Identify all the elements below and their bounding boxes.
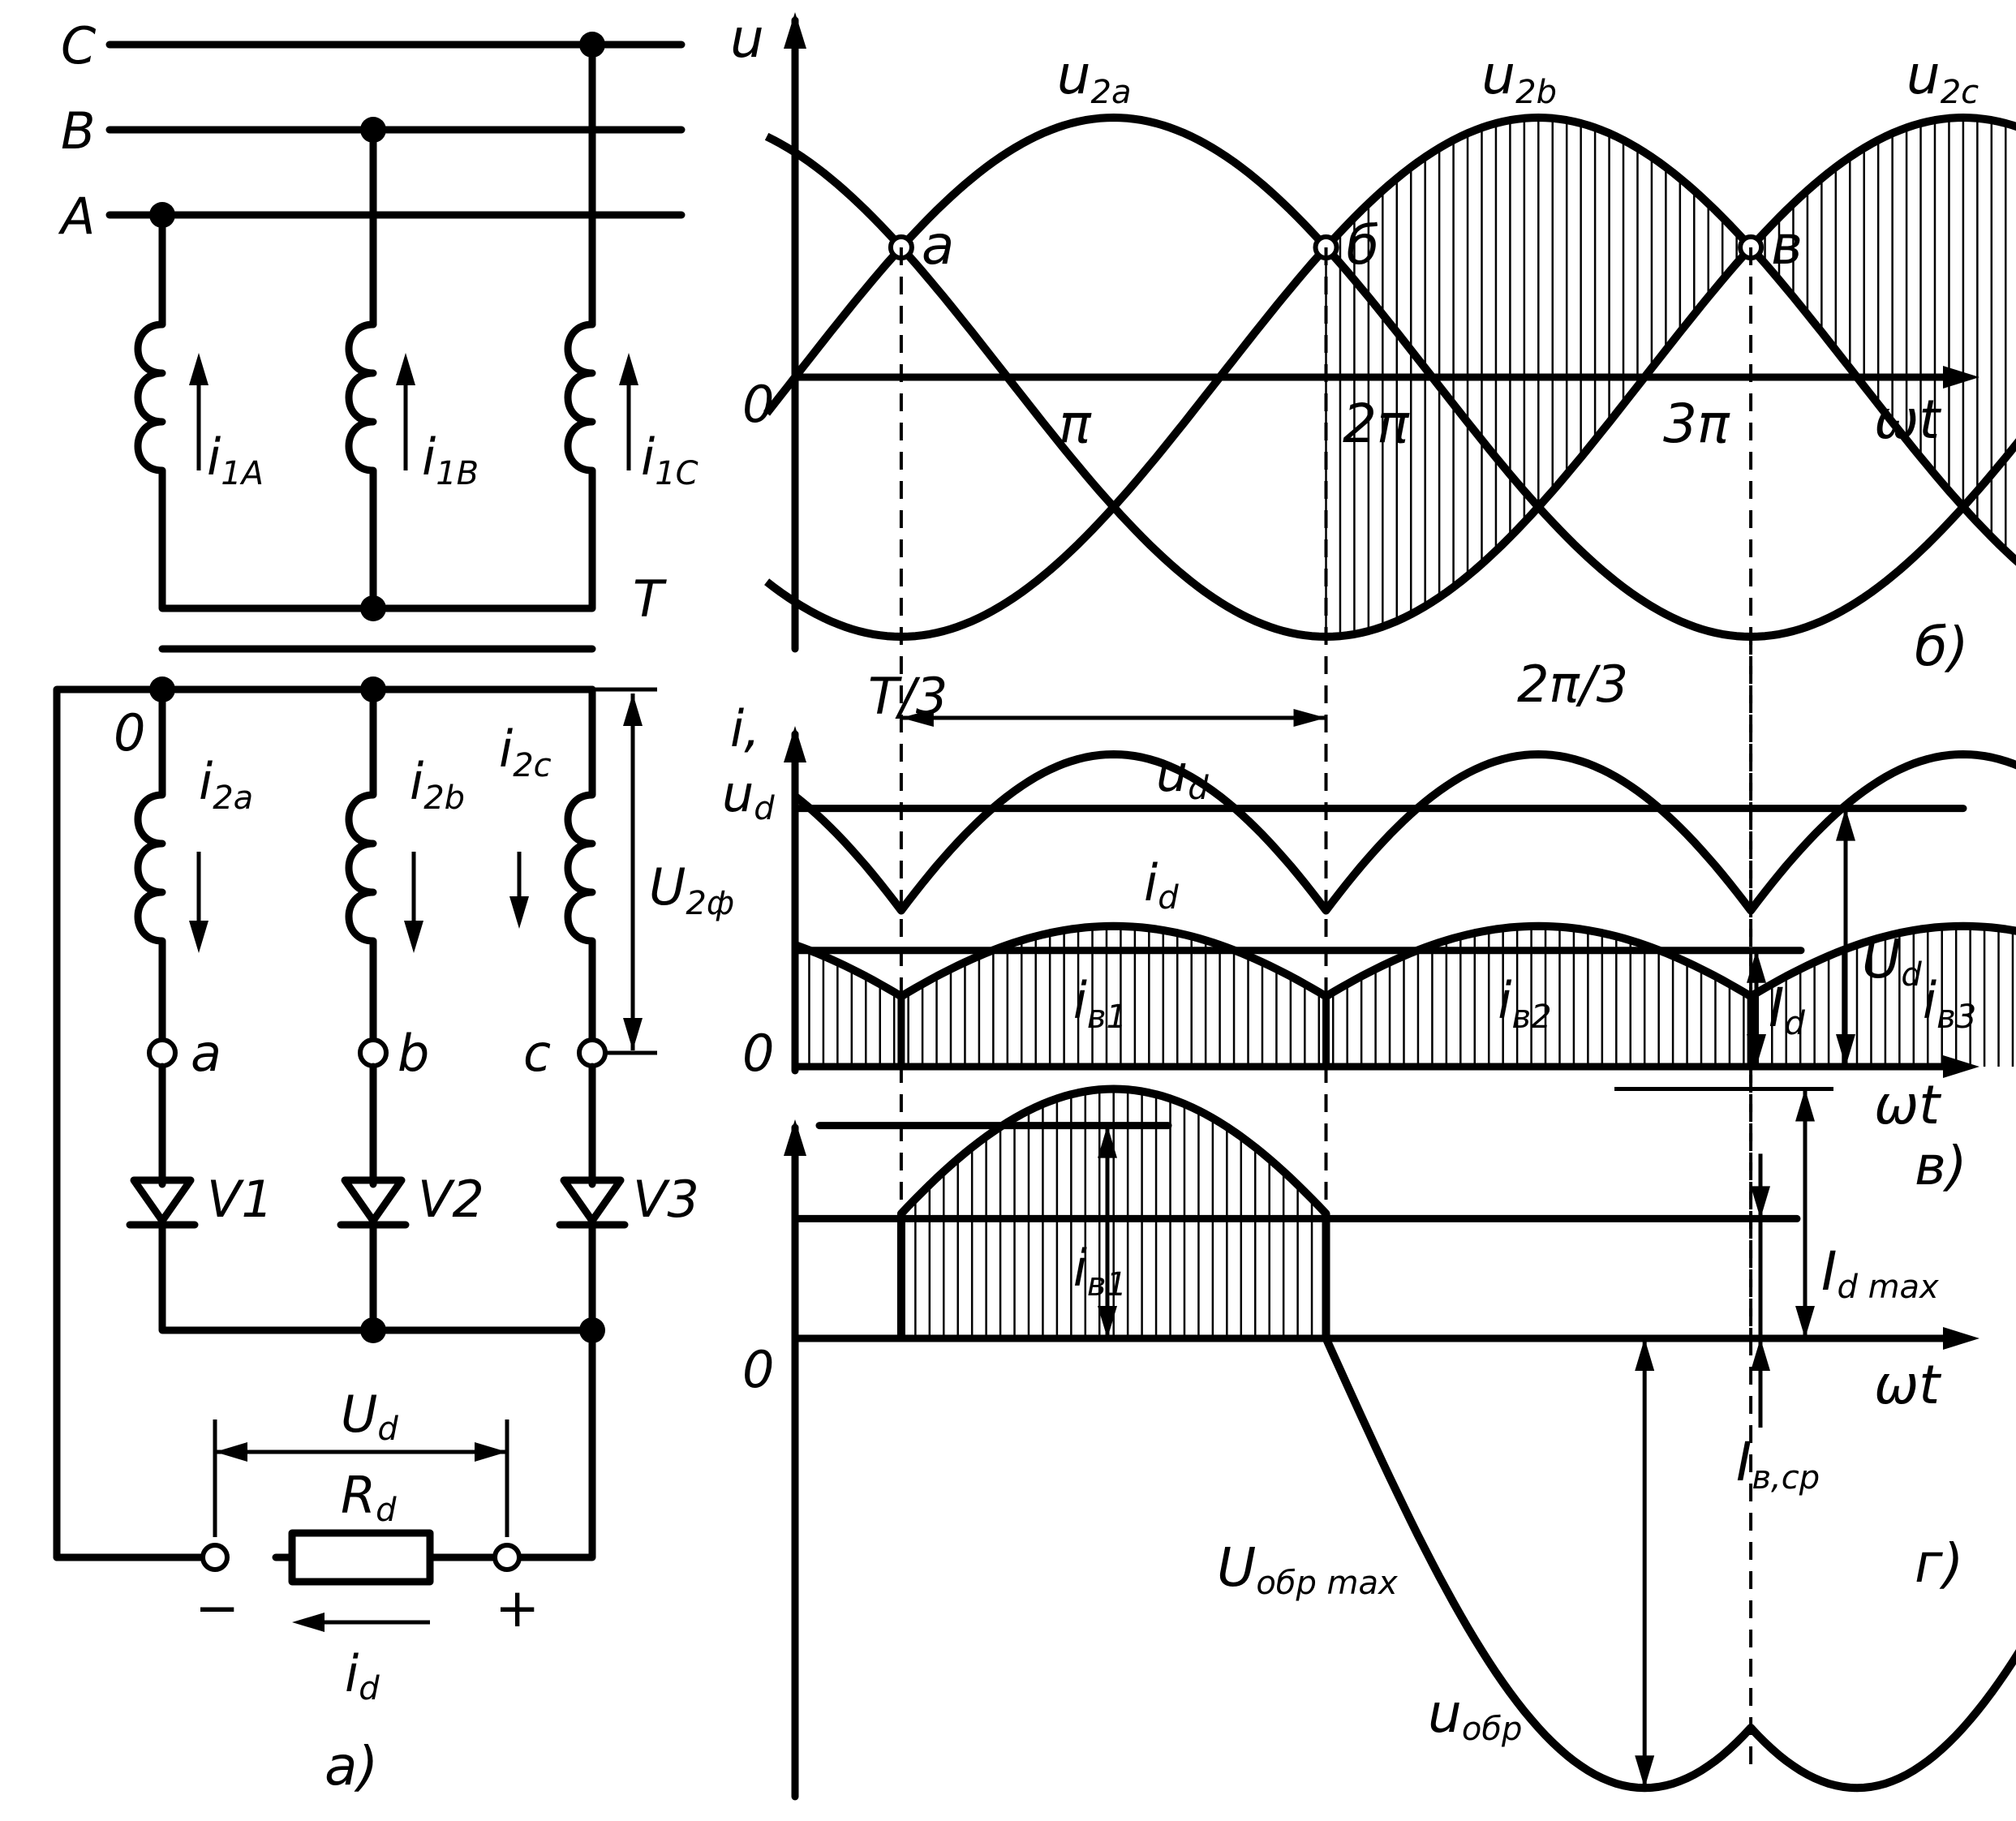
arrow-i1c-head	[619, 353, 638, 385]
terminal-label-b: b	[398, 1024, 429, 1083]
panel-b-point-label: в	[1771, 214, 1803, 277]
terminal-b	[360, 1040, 386, 1066]
diode-label-v2: V2	[418, 1170, 484, 1229]
primary-coil-b	[349, 324, 373, 495]
panel-v-pulse-label: iв2	[1498, 971, 1551, 1036]
load-terminal-minus	[203, 1545, 227, 1570]
phase-label-a: A	[58, 187, 95, 246]
terminal-c	[579, 1040, 605, 1066]
panel-b-series-label: u2c	[1906, 44, 1979, 111]
label-i2a: i2a	[199, 752, 253, 817]
primary-neutral	[162, 495, 592, 608]
level-label-idmax: Id max	[1821, 1240, 1939, 1306]
label-i1b: i1B	[422, 427, 479, 492]
panel-v-caption: в)	[1915, 1135, 1967, 1197]
junction-c	[579, 32, 605, 58]
panel-v-x-arrow	[1943, 1055, 1979, 1078]
phase-label-c: C	[61, 16, 97, 75]
panel-g-x-arrow	[1943, 1327, 1979, 1350]
terminal-label-a: a	[191, 1024, 221, 1083]
waveform-panels: u2au2bu2cu2aабвгдiв1iв2iв3iв1iв1iв1	[767, 12, 2016, 1797]
junction-b	[360, 117, 386, 143]
junction-a	[149, 202, 175, 228]
load-terminal-plus	[495, 1545, 519, 1570]
panel-v-origin: 0	[742, 1024, 774, 1083]
cathode-junction-b	[360, 1317, 386, 1343]
curve-label-ud: ud	[1156, 744, 1209, 807]
diode-label-v3: V3	[633, 1170, 699, 1229]
tick-3pi: 3π	[1663, 393, 1730, 455]
phase-label-b: B	[61, 101, 96, 161]
label-minus: −	[195, 1577, 239, 1639]
panel-v-ylabel-1: i,	[730, 699, 760, 758]
label-rd: Rd	[341, 1466, 397, 1529]
caption-circuit: а)	[325, 1735, 378, 1797]
arrow-i1b-head	[396, 353, 415, 385]
primary-leads	[162, 45, 592, 324]
panel-g-origin: 0	[742, 1340, 774, 1399]
neutral-label: 0	[114, 703, 145, 762]
tick-2pi: 2π	[1343, 393, 1410, 455]
panel-b-series-label: u2b	[1481, 44, 1557, 111]
label-plus: +	[495, 1577, 539, 1639]
terminal-label-c: c	[523, 1024, 551, 1083]
panel-v-ud-curve	[795, 754, 2016, 911]
arrow-id-head	[292, 1613, 325, 1632]
panel-v-pulse-label: iв1	[1073, 971, 1127, 1036]
panel-g-caption: г)	[1915, 1532, 1963, 1595]
panel-b-xlabel: ωt	[1874, 389, 1941, 451]
arrow-i2b-head	[404, 921, 423, 953]
panel-v-xlabel: ωt	[1874, 1074, 1941, 1136]
label-u2f: U2ф	[649, 857, 734, 922]
label-i1a: i1A	[207, 427, 264, 492]
diode-label-v1: V1	[207, 1170, 273, 1229]
label-ud-load: Ud	[341, 1385, 398, 1448]
secondary-coil-b	[349, 689, 373, 1038]
panel-b-point-label: б	[1346, 214, 1379, 277]
secondary-coil-c	[568, 689, 592, 1038]
panel-g-y-arrow	[784, 1119, 806, 1156]
primary-coil-a	[138, 324, 162, 495]
diode-leads	[162, 1067, 592, 1557]
label-i2c: i2c	[499, 719, 552, 784]
arrow-i2c-head	[509, 896, 529, 929]
label-uobr-max: Uобр max	[1217, 1536, 1398, 1602]
panel-v-pulse-label: iв3	[1923, 971, 1976, 1036]
junction-neutral-primary	[360, 595, 386, 621]
dim-2pi3-label: 2π/3	[1517, 655, 1628, 714]
terminal-a	[149, 1040, 175, 1066]
panel-g-xlabel: ωt	[1874, 1354, 1941, 1416]
arrow-i2a-head	[189, 921, 208, 953]
panel-b-point-label: а	[922, 214, 954, 277]
panel-b-series-label: u2a	[1057, 44, 1132, 111]
panel-b-caption: б)	[1915, 616, 1968, 678]
cathode-junction-c	[579, 1317, 605, 1343]
panel-b-ylabel: u	[730, 7, 764, 70]
panel-b-origin: 0	[742, 375, 774, 434]
label-i2b: i2b	[410, 752, 465, 817]
dim-t3-label: T/3	[868, 667, 948, 726]
label-i1c: i1C	[641, 427, 699, 492]
curve-label-id: id	[1144, 853, 1179, 917]
load-resistor	[292, 1533, 430, 1582]
panel-v-y-arrow	[784, 726, 806, 762]
label-id-load: id	[345, 1644, 380, 1707]
level-label-ivsr: Iв,ср	[1736, 1431, 1820, 1497]
transformer-label: T	[633, 569, 667, 629]
arrow-i1a-head	[189, 353, 208, 385]
panel-v-ylabel-2: ud	[722, 764, 775, 827]
primary-coil-c	[568, 324, 592, 495]
circuit-diagram: C B A i1A i1B i1C T 0	[57, 16, 734, 1797]
panel-b-y-arrow	[784, 12, 806, 49]
tick-pi: π	[1059, 393, 1092, 455]
